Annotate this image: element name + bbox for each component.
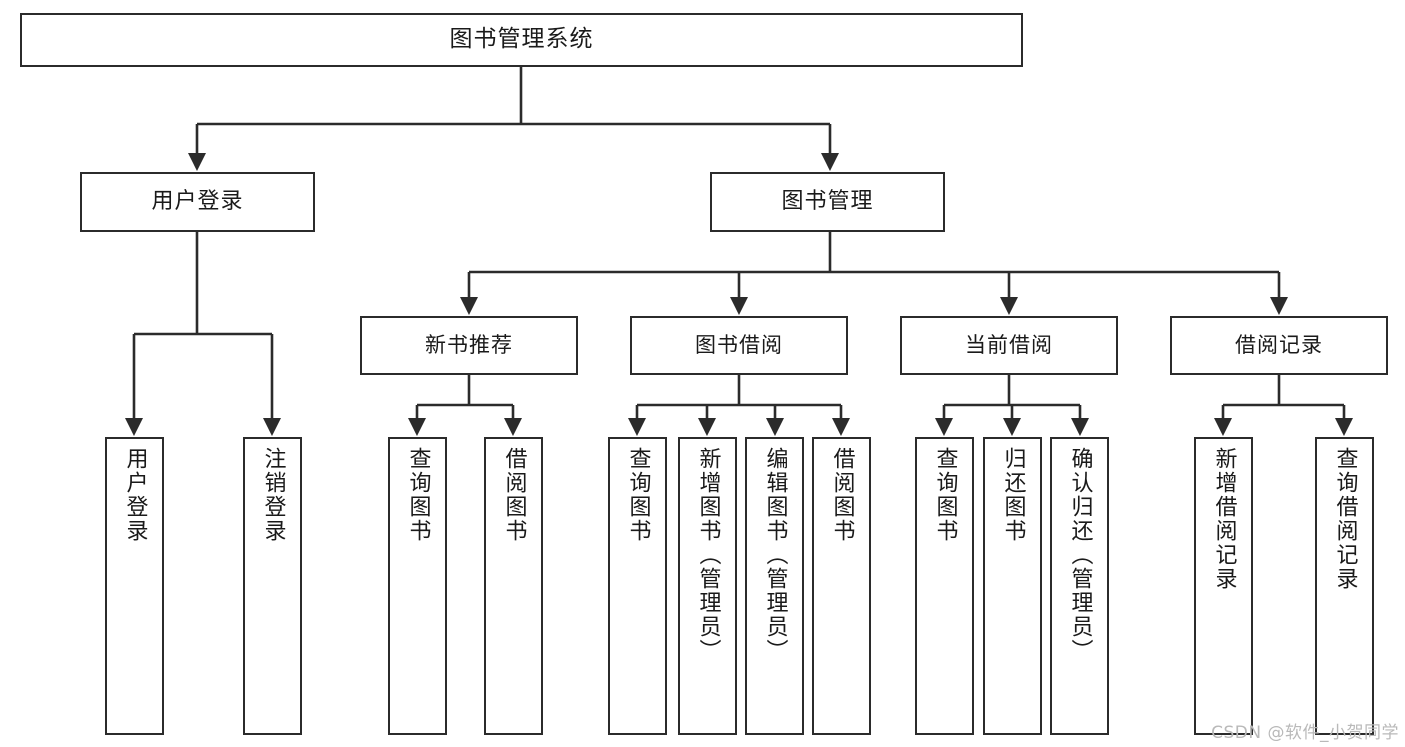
node-leaf-add-book-label: 新增图书（管理员） xyxy=(695,447,721,663)
node-leaf-add-book[interactable]: 新增图书（管理员） xyxy=(678,437,737,735)
node-book-borrow-label: 图书借阅 xyxy=(695,333,783,358)
node-current-borrow-label: 当前借阅 xyxy=(965,333,1053,358)
node-leaf-query-book-cur-label: 查询图书 xyxy=(932,447,958,543)
node-leaf-return-book[interactable]: 归还图书 xyxy=(983,437,1042,735)
node-current-borrow[interactable]: 当前借阅 xyxy=(900,316,1118,375)
node-leaf-confirm-return-label: 确认归还（管理员） xyxy=(1067,447,1093,663)
node-leaf-user-login[interactable]: 用户登录 xyxy=(105,437,164,735)
node-book-borrow[interactable]: 图书借阅 xyxy=(630,316,848,375)
node-leaf-query-book-cur[interactable]: 查询图书 xyxy=(915,437,974,735)
node-leaf-user-logout[interactable]: 注销登录 xyxy=(243,437,302,735)
node-book-manage-label: 图书管理 xyxy=(781,189,874,215)
node-leaf-query-book-rec[interactable]: 查询图书 xyxy=(388,437,447,735)
node-leaf-query-book-rec-label: 查询图书 xyxy=(405,447,431,543)
node-leaf-borrow-book[interactable]: 借阅图书 xyxy=(812,437,871,735)
node-root-label: 图书管理系统 xyxy=(449,26,594,53)
node-leaf-edit-book[interactable]: 编辑图书（管理员） xyxy=(745,437,804,735)
node-borrow-record-label: 借阅记录 xyxy=(1235,333,1323,358)
node-root[interactable]: 图书管理系统 xyxy=(20,13,1023,67)
node-user-login[interactable]: 用户登录 xyxy=(80,172,315,232)
node-leaf-borrow-book-label: 借阅图书 xyxy=(829,447,855,543)
node-new-book-rec[interactable]: 新书推荐 xyxy=(360,316,578,375)
node-user-login-label: 用户登录 xyxy=(151,189,244,215)
node-new-book-rec-label: 新书推荐 xyxy=(425,333,513,358)
node-leaf-edit-book-label: 编辑图书（管理员） xyxy=(762,447,788,663)
node-leaf-return-book-label: 归还图书 xyxy=(1000,447,1026,543)
node-leaf-borrow-book-rec[interactable]: 借阅图书 xyxy=(484,437,543,735)
node-leaf-query-book-label: 查询图书 xyxy=(625,447,651,543)
node-book-manage[interactable]: 图书管理 xyxy=(710,172,945,232)
node-leaf-confirm-return[interactable]: 确认归还（管理员） xyxy=(1050,437,1109,735)
node-leaf-query-record[interactable]: 查询借阅记录 xyxy=(1315,437,1374,735)
watermark-text: CSDN @软件_小贺同学 xyxy=(1211,723,1399,743)
node-leaf-add-record-label: 新增借阅记录 xyxy=(1211,447,1237,591)
node-leaf-user-logout-label: 注销登录 xyxy=(260,447,286,543)
node-leaf-query-record-label: 查询借阅记录 xyxy=(1332,447,1358,591)
node-leaf-add-record[interactable]: 新增借阅记录 xyxy=(1194,437,1253,735)
node-leaf-query-book[interactable]: 查询图书 xyxy=(608,437,667,735)
node-leaf-user-login-label: 用户登录 xyxy=(122,447,148,543)
node-leaf-borrow-book-rec-label: 借阅图书 xyxy=(501,447,527,543)
node-borrow-record[interactable]: 借阅记录 xyxy=(1170,316,1388,375)
